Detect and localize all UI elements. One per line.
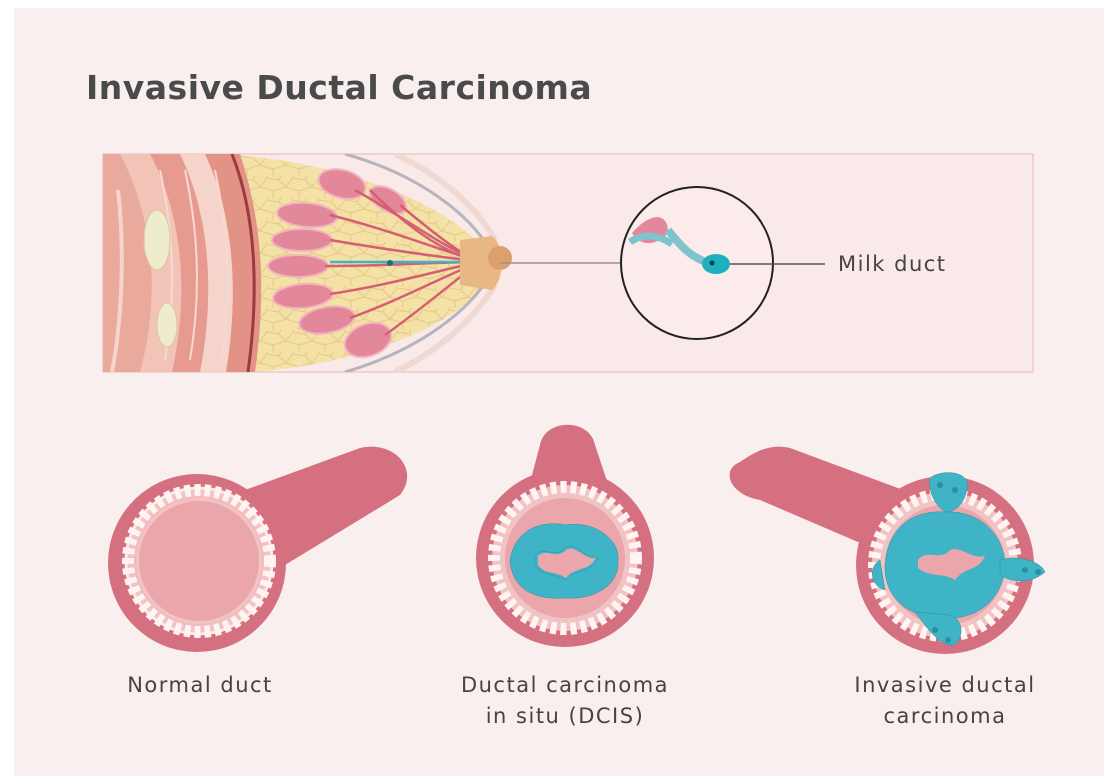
- normal-duct-illustration: [108, 447, 407, 652]
- normal-duct-label-line-1: Normal duct: [100, 670, 300, 701]
- normal-duct-label: Normal duct: [100, 670, 300, 701]
- dcis-label-line-2: in situ (DCIS): [425, 701, 705, 732]
- chest-wall-muscle: [103, 154, 261, 372]
- dcis-label-line-1: Ductal carcinoma: [425, 670, 705, 701]
- invasive-label-line-2: carcinoma: [815, 701, 1075, 732]
- invasive-label-line-1: Invasive ductal: [815, 670, 1075, 701]
- dcis-duct-illustration: [476, 425, 654, 647]
- magnified-duct-circle: [621, 187, 773, 339]
- dcis-label: Ductal carcinoma in situ (DCIS): [425, 670, 705, 732]
- milk-duct-label: Milk duct: [838, 249, 947, 280]
- invasive-label: Invasive ductal carcinoma: [815, 670, 1075, 732]
- invasive-duct-illustration: [730, 447, 1045, 654]
